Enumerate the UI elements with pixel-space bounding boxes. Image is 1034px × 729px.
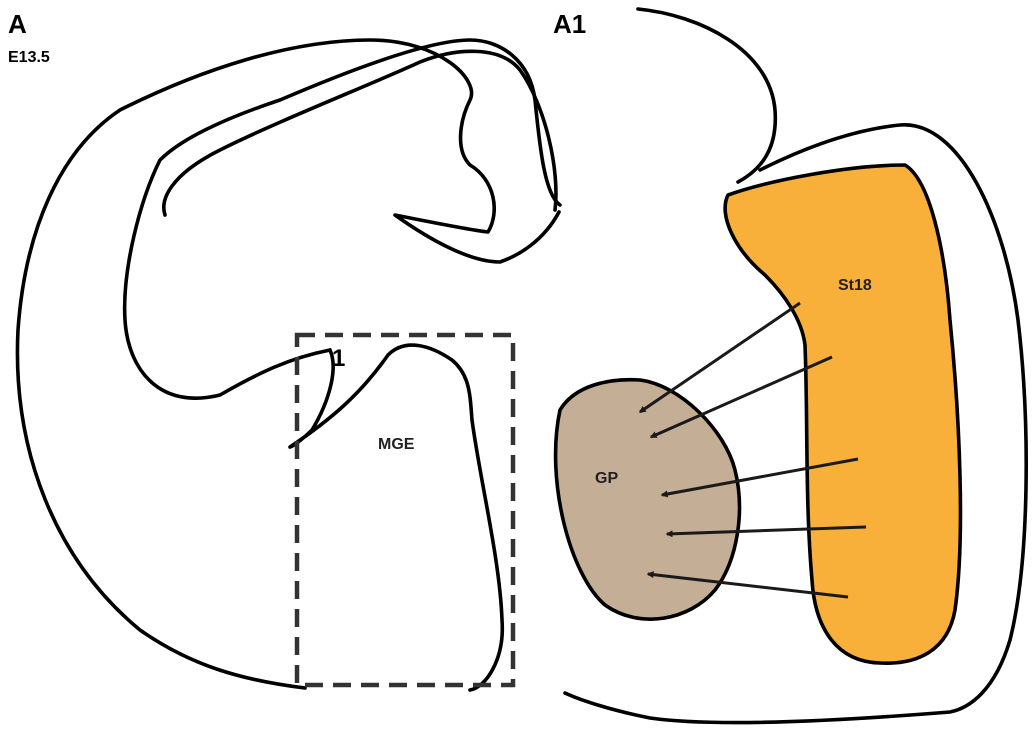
panel-a1 <box>556 9 1027 723</box>
box-number-label: 1 <box>332 345 345 372</box>
arrow-1 <box>640 303 800 412</box>
st18-domain <box>725 165 960 663</box>
stage-label: E13.5 <box>8 49 50 66</box>
hemisphere-outline <box>17 40 559 688</box>
panel-a <box>17 40 560 690</box>
cortex-inner-outline <box>164 51 556 215</box>
panel-label-a1: A1 <box>553 9 586 39</box>
gp-label: GP <box>595 470 618 487</box>
panel-label-a: A <box>8 9 27 39</box>
mge-outline <box>290 345 502 690</box>
gp-region <box>556 380 740 619</box>
mge-label: MGE <box>378 436 415 453</box>
a1-outer-outline <box>638 9 775 182</box>
st18-label: St18 <box>838 277 872 294</box>
